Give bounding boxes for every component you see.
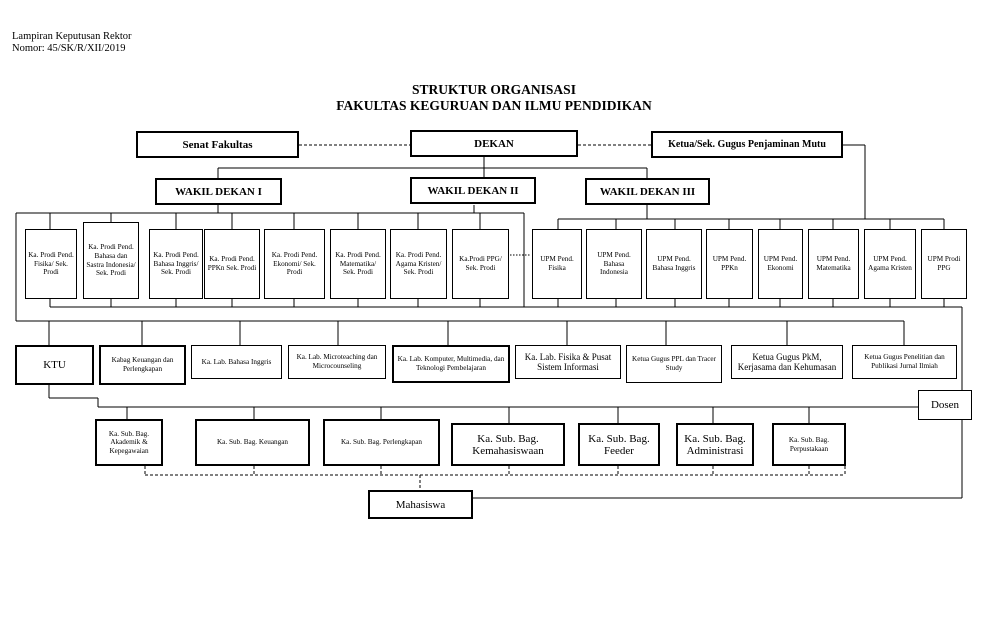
lab-microteaching-box: Ka. Lab. Microteaching dan Microcounseli… xyxy=(288,345,386,379)
dekan-box: DEKAN xyxy=(410,130,578,157)
upm-box: UPM Pend. PPKn xyxy=(706,229,753,299)
ktu-box: KTU xyxy=(15,345,94,385)
subbag-perlengkapan-box: Ka. Sub. Bag. Perlengkapan xyxy=(323,419,440,466)
kabag-keuangan-box: Kabag Keuangan dan Perlengkapan xyxy=(99,345,186,385)
wakil-dekan-3-box: WAKIL DEKAN III xyxy=(585,178,710,205)
lab-komputer-box: Ka. Lab. Komputer, Multimedia, dan Tekno… xyxy=(392,345,510,383)
gugus-pkm-box: Ketua Gugus PkM, Kerjasama dan Kehumasan xyxy=(731,345,843,379)
senat-fakultas-box: Senat Fakultas xyxy=(136,131,299,158)
wakil-dekan-1-box: WAKIL DEKAN I xyxy=(155,178,282,205)
prodi-box: Ka. Prodi Pend. Bahasa Inggris/ Sek. Pro… xyxy=(149,229,203,299)
upm-box: UPM Pend. Matematika xyxy=(808,229,859,299)
gugus-penjaminan-mutu-box: Ketua/Sek. Gugus Penjaminan Mutu xyxy=(651,131,843,158)
subbag-feeder-box: Ka. Sub. Bag. Feeder xyxy=(578,423,660,466)
subbag-administrasi-box: Ka. Sub. Bag. Administrasi xyxy=(676,423,754,466)
gugus-ppl-box: Ketua Gugus PPL dan Tracer Study xyxy=(626,345,722,383)
header-line-2: Nomor: 45/SK/R/XII/2019 xyxy=(12,43,126,54)
upm-box: UPM Pend. Fisika xyxy=(532,229,582,299)
header-line-1: Lampiran Keputusan Rektor xyxy=(12,31,132,42)
upm-box: UPM Pend. Agama Kristen xyxy=(864,229,916,299)
prodi-box: Ka. Prodi Pend. PPKn Sek. Prodi xyxy=(204,229,260,299)
chart-title-line-2: FAKULTAS KEGURUAN DAN ILMU PENDIDIKAN xyxy=(336,98,652,113)
subbag-akademik-box: Ka. Sub. Bag. Akademik & Kepegawaian xyxy=(95,419,163,466)
gugus-penelitian-box: Ketua Gugus Penelitian dan Publikasi Jur… xyxy=(852,345,957,379)
prodi-box: Ka. Prodi Pend. Bahasa dan Sastra Indone… xyxy=(83,222,139,299)
upm-box: UPM Pend. Bahasa Inggris xyxy=(646,229,702,299)
chart-title-line-1: STRUKTUR ORGANISASI xyxy=(412,82,576,97)
subbag-perpustakaan-box: Ka. Sub. Bag. Perpustakaan xyxy=(772,423,846,466)
lab-bahasa-inggris-box: Ka. Lab. Bahasa Inggris xyxy=(191,345,282,379)
wakil-dekan-2-box: WAKIL DEKAN II xyxy=(410,177,536,204)
prodi-box: Ka.Prodi PPG/ Sek. Prodi xyxy=(452,229,509,299)
mahasiswa-box: Mahasiswa xyxy=(368,490,473,519)
dosen-box: Dosen xyxy=(918,390,972,420)
prodi-box: Ka. Prodi Pend. Agama Kristen/ Sek. Prod… xyxy=(390,229,447,299)
prodi-box: Ka. Prodi Pend. Fisika/ Sek. Prodi xyxy=(25,229,77,299)
prodi-box: Ka. Prodi Pend. Ekonomi/ Sek. Prodi xyxy=(264,229,325,299)
lab-fisika-box: Ka. Lab. Fisika & Pusat Sistem Informasi xyxy=(515,345,621,379)
prodi-box: Ka. Prodi Pend. Matematika/ Sek. Prodi xyxy=(330,229,386,299)
upm-box: UPM Pend. Ekonomi xyxy=(758,229,803,299)
upm-box: UPM Pend. Bahasa Indonesia xyxy=(586,229,642,299)
subbag-keuangan-box: Ka. Sub. Bag. Keuangan xyxy=(195,419,310,466)
subbag-kemahasiswaan-box: Ka. Sub. Bag. Kemahasiswaan xyxy=(451,423,565,466)
upm-box: UPM Prodi PPG xyxy=(921,229,967,299)
